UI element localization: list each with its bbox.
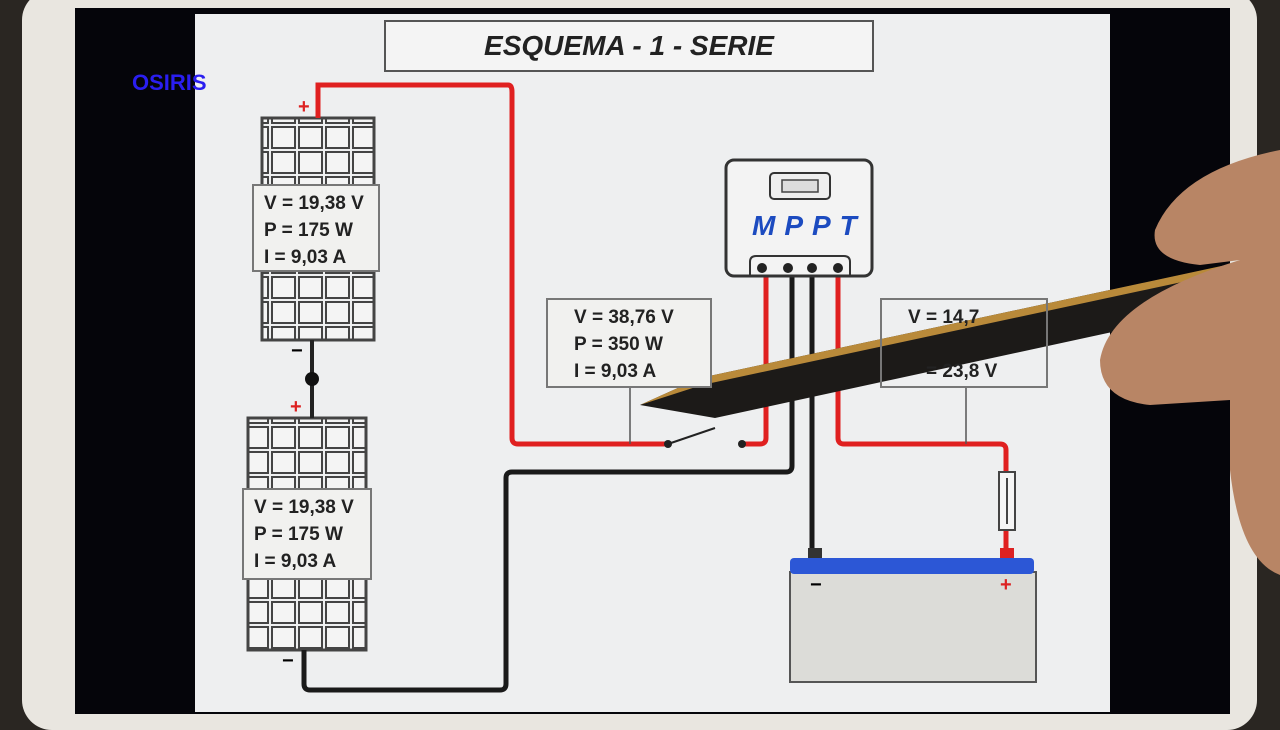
voltage-reading: V = 19,38 V: [254, 497, 354, 518]
secondary-reading: = 23,8 V: [926, 361, 998, 382]
negative-wire-panel-to-mppt: [301, 268, 795, 693]
positive-wire-panel-to-switch: [315, 82, 668, 447]
channel-logo: OSIRIS: [132, 70, 207, 95]
battery-plus-sign: +: [1000, 574, 1012, 596]
plus-sign-top-panel: +: [298, 96, 310, 118]
diagram-title: ESQUEMA - 1 - SERIE: [384, 20, 874, 72]
power-reading: P = 175 W: [264, 220, 353, 241]
minus-sign-top-panel: −: [291, 340, 303, 362]
voltage-reading: V = 19,38 V: [264, 193, 364, 214]
battery-side-readings: V = 14,7 = 23,8 V: [880, 298, 1048, 388]
current-reading: I = 9,03 A: [254, 551, 337, 572]
current-reading: I = 9,03 A: [574, 361, 657, 382]
label-leader-lines: [629, 388, 967, 444]
voltage-reading: V = 14,7: [908, 307, 980, 328]
battery: [789, 548, 1037, 683]
panel-top-readings: V = 19,38 V P = 175 W I = 9,03 A: [252, 184, 380, 272]
switch: [664, 427, 746, 448]
hand: [1100, 150, 1280, 575]
series-total-readings: V = 38,76 V P = 350 W I = 9,03 A: [546, 298, 712, 388]
plus-sign-bottom-panel: +: [290, 396, 302, 418]
battery-minus-sign: −: [810, 574, 822, 596]
mppt-controller: [724, 158, 874, 278]
positive-wire-switch-to-mppt: [742, 268, 769, 447]
current-reading: I = 9,03 A: [264, 247, 347, 268]
panel-bottom-readings: V = 19,38 V P = 175 W I = 9,03 A: [242, 488, 372, 580]
power-reading: P = 175 W: [254, 524, 343, 545]
power-reading: P = 350 W: [574, 334, 663, 355]
series-junction: [305, 372, 319, 386]
pencil: [640, 262, 1260, 418]
minus-sign-bottom-panel: −: [282, 650, 294, 672]
voltage-reading: V = 38,76 V: [574, 307, 674, 328]
battery-positive-wire: [835, 268, 1009, 552]
mppt-label: MPPT: [752, 210, 866, 241]
